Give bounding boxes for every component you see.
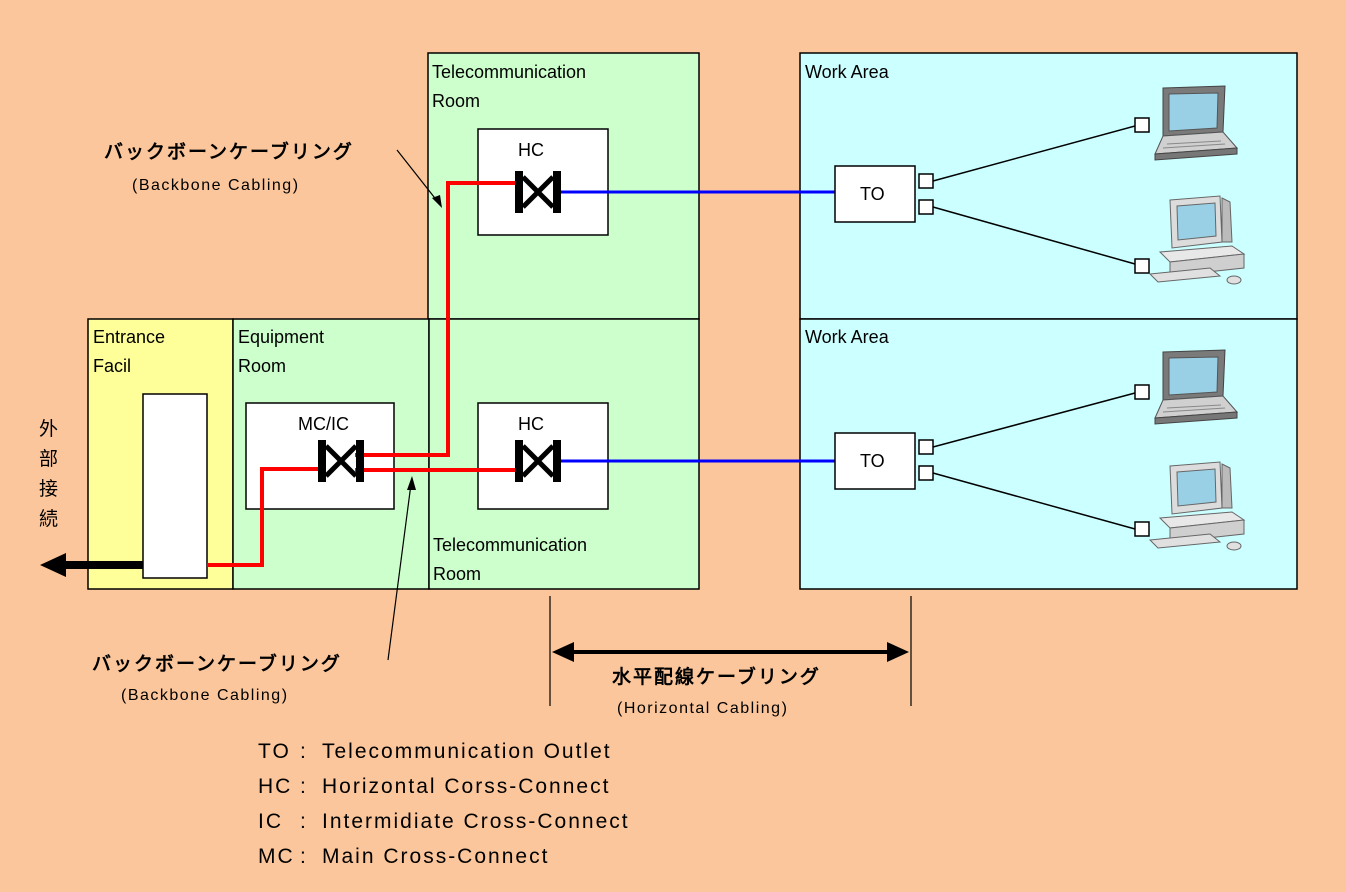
external-label-char-4: 続 xyxy=(39,508,58,530)
work-area-top-label: Work Area xyxy=(805,62,890,82)
work-area-bottom-label: Work Area xyxy=(805,327,890,347)
equipment-room-label-1: Equipment xyxy=(238,327,324,347)
equipment-room-label-2: Room xyxy=(238,356,286,376)
to-bottom-box xyxy=(834,432,916,490)
device-port xyxy=(1134,258,1150,274)
legend-abbr-hc: HC xyxy=(258,775,292,798)
to-top-box xyxy=(834,165,916,223)
legend-abbr-ic: IC xyxy=(258,810,283,833)
external-label-char-3: 接 xyxy=(39,478,58,500)
to-bottom-label: TO xyxy=(860,451,885,471)
external-label-char-1: 外 xyxy=(39,418,58,440)
legend-text-ic: Intermidiate Cross-Connect xyxy=(322,810,630,833)
legend-abbr-mc: MC xyxy=(258,845,295,868)
legend-colon: : xyxy=(300,845,308,868)
legend-text-mc: Main Cross-Connect xyxy=(322,845,549,868)
patch-cord xyxy=(932,392,1136,448)
backbone-top-pointer xyxy=(396,149,439,203)
external-connection-arrowhead xyxy=(40,553,66,577)
horizontal-arrowhead-left xyxy=(552,642,574,662)
patch-cord xyxy=(932,206,1136,265)
legend-abbr-to: TO xyxy=(258,740,291,763)
outlet-port xyxy=(918,173,934,189)
backbone-bottom-jp: バックボーンケーブリング xyxy=(92,652,342,675)
external-label-char-2: 部 xyxy=(39,448,58,470)
outlet-port xyxy=(918,199,934,215)
legend-colon: : xyxy=(300,740,308,763)
hc-top-label: HC xyxy=(518,140,544,160)
legend-text-hc: Horizontal Corss-Connect xyxy=(322,775,610,798)
legend-colon: : xyxy=(300,810,308,833)
horizontal-en: (Horizontal Cabling) xyxy=(617,700,788,717)
device-port xyxy=(1134,521,1150,537)
entrance-label-2: Facil xyxy=(93,356,131,376)
legend-text-to: Telecommunication Outlet xyxy=(322,740,612,763)
backbone-top-pointer-head xyxy=(432,195,442,208)
telecom-room-bottom-label-1: Telecommunication xyxy=(433,535,587,555)
device-port xyxy=(1134,117,1150,133)
telecom-room-bottom-label-2: Room xyxy=(433,564,481,584)
mc-ic-label: MC/IC xyxy=(298,414,349,434)
patch-cord xyxy=(932,125,1136,182)
outlet-port xyxy=(918,439,934,455)
telecom-room-top-label-2: Room xyxy=(432,91,480,111)
outlet-port xyxy=(918,465,934,481)
hc-bottom-label: HC xyxy=(518,414,544,434)
horizontal-jp: 水平配線ケーブリング xyxy=(612,665,821,688)
backbone-cable-entrance-mc xyxy=(207,467,318,567)
patch-cord xyxy=(932,472,1136,530)
backbone-cable-mc-hc-top xyxy=(355,181,515,457)
device-port xyxy=(1134,384,1150,400)
to-top-label: TO xyxy=(860,184,885,204)
backbone-top-jp: バックボーンケーブリング xyxy=(104,140,354,163)
backbone-bottom-pointer-head xyxy=(407,476,416,490)
legend-colon: : xyxy=(300,775,308,798)
entrance-panel xyxy=(142,393,208,579)
telecom-room-top-label-1: Telecommunication xyxy=(432,62,586,82)
backbone-bottom-pointer xyxy=(387,483,412,661)
backbone-bottom-en: (Backbone Cabling) xyxy=(121,687,289,704)
backbone-top-en: (Backbone Cabling) xyxy=(132,177,300,194)
horizontal-arrowhead-right xyxy=(887,642,909,662)
entrance-label-1: Entrance xyxy=(93,327,165,347)
